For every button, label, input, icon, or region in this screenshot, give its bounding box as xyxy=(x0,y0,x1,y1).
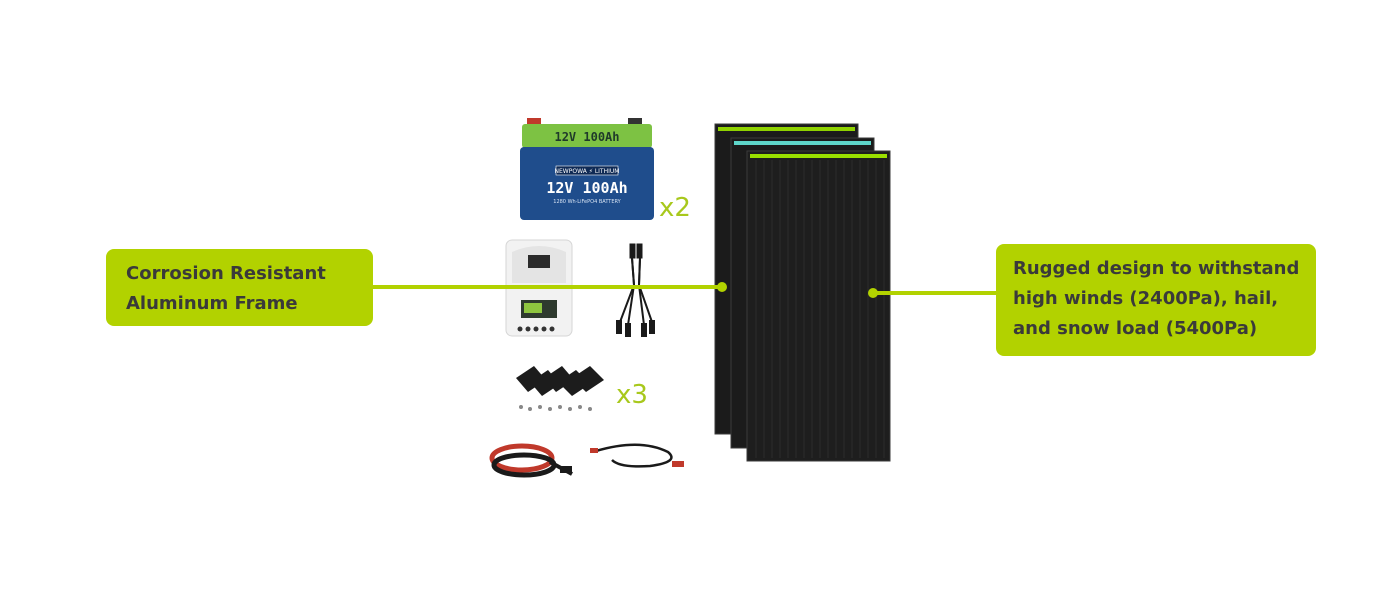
callout-line: Rugged design to withstand xyxy=(1013,258,1300,279)
solar-panel xyxy=(746,150,891,462)
svg-text:12V 100Ah: 12V 100Ah xyxy=(546,179,627,197)
battery-quantity-label: x2 xyxy=(659,193,691,223)
battery-cables-image xyxy=(489,443,573,478)
bracket-quantity-label: x3 xyxy=(616,380,648,410)
solar-panel-stack-image xyxy=(714,123,891,462)
svg-text:NEWPOWA ⚡ LITHIUM: NEWPOWA ⚡ LITHIUM xyxy=(555,168,620,175)
svg-text:12V 100Ah: 12V 100Ah xyxy=(554,130,619,144)
battery-image: 12V 100Ah NEWPOWA ⚡ LITHIUM 12V 100Ah 12… xyxy=(520,118,654,220)
callout-rugged-design: Rugged design to withstand high winds (2… xyxy=(996,244,1316,356)
callout-aluminum-frame: Corrosion Resistant Aluminum Frame xyxy=(106,249,373,326)
callout-right-connector xyxy=(868,288,996,298)
callout-left-connector xyxy=(373,282,727,292)
mounting-brackets-image xyxy=(516,366,604,411)
callout-line: high winds (2400Pa), hail, xyxy=(1013,288,1279,309)
callout-line: and snow load (5400Pa) xyxy=(1013,318,1258,339)
extension-cable-image xyxy=(590,443,684,468)
branch-connector-image xyxy=(616,243,655,337)
callout-line: Corrosion Resistant xyxy=(126,263,326,284)
callout-line: Aluminum Frame xyxy=(126,293,298,314)
svg-text:1280 Wh·LiFePO4 BATTERY: 1280 Wh·LiFePO4 BATTERY xyxy=(553,199,621,205)
